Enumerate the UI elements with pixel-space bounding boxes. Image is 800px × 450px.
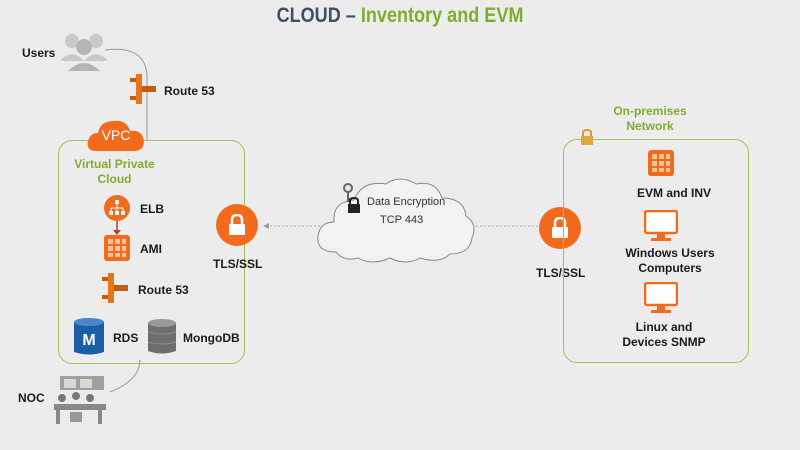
onprem-title: On-premises Network xyxy=(600,104,700,134)
route53-vpc-icon xyxy=(100,273,132,308)
linux-monitor-icon xyxy=(643,281,679,319)
windows-monitor-icon xyxy=(643,209,679,247)
noc-label: NOC xyxy=(18,391,45,405)
rds-icon: M xyxy=(74,317,104,362)
vpc-to-noc-line xyxy=(109,359,141,393)
users-icon xyxy=(58,27,110,78)
tls-left-lock-icon xyxy=(216,204,258,246)
linux-label-line2: Devices SNMP xyxy=(622,335,706,349)
route53-icon xyxy=(128,74,160,109)
vpc-title-line1: Virtual Private xyxy=(74,157,155,171)
vpc-title-line2: Cloud xyxy=(97,172,132,186)
ami-label: AMI xyxy=(140,242,162,256)
route53-vpc-label: Route 53 xyxy=(138,283,189,297)
tls-left-label: TLS/SSL xyxy=(213,257,263,271)
vpc-title: Virtual Private Cloud xyxy=(62,157,167,187)
title-part2: Inventory and EVM xyxy=(360,4,524,27)
vpc-cloud-icon xyxy=(86,113,146,158)
mongodb-label: MongoDB xyxy=(183,331,240,345)
linux-label: Linux and Devices SNMP xyxy=(604,320,724,350)
cloud-line2: TCP 443 xyxy=(380,214,424,226)
title-dash: – xyxy=(340,4,361,27)
rds-label: RDS xyxy=(113,331,139,345)
svg-text:M: M xyxy=(82,332,95,349)
cloud-line1: Data Encryption xyxy=(367,196,446,208)
tls-right-label: TLS/SSL xyxy=(536,266,586,280)
users-to-vpc-line xyxy=(104,48,148,140)
tls-right-lock-icon xyxy=(539,207,581,249)
elb-label: ELB xyxy=(140,202,164,216)
linux-label-line1: Linux and xyxy=(635,320,693,334)
route53-top-label: Route 53 xyxy=(164,84,215,98)
windows-label: Windows Users Computers xyxy=(610,246,730,276)
elb-to-ami-arrow xyxy=(113,221,121,235)
windows-label-line2: Computers xyxy=(638,261,702,275)
evm-label: EVM and INV xyxy=(636,186,711,200)
onprem-lock-icon xyxy=(580,128,594,150)
evm-server-icon xyxy=(648,150,674,181)
elb-icon xyxy=(104,195,130,226)
diagram-title: CLOUD – Inventory and EVM xyxy=(56,4,744,28)
ami-icon xyxy=(104,235,130,266)
onprem-title-line1: On-premises xyxy=(613,104,687,118)
vpc-box xyxy=(58,140,245,364)
onprem-title-line2: Network xyxy=(626,119,674,133)
mongodb-icon xyxy=(147,318,177,361)
users-label: Users xyxy=(22,46,56,60)
vpc-badge-label: VPC xyxy=(101,127,131,143)
windows-label-line1: Windows Users xyxy=(625,246,715,260)
cloud-lock-icon xyxy=(347,196,361,218)
noc-icon xyxy=(50,374,110,431)
onprem-box xyxy=(563,139,749,363)
title-part1: CLOUD xyxy=(276,4,341,27)
